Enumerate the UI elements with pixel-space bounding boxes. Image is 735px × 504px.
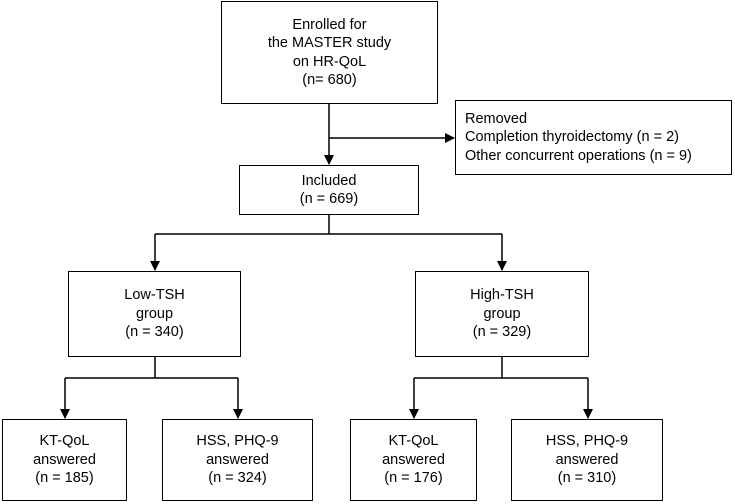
high-ktqol-line-2: answered — [382, 451, 445, 468]
low-tsh-line-3: (n = 340) — [125, 324, 184, 341]
low-tsh-line-2: group — [135, 305, 174, 322]
removed-line-1: Removed — [465, 110, 528, 127]
high-tsh-line-2: group — [483, 305, 521, 322]
enrolled-box: Enrolled for the MASTER study on HR-QoL … — [221, 1, 438, 104]
low-ktqol-line-1: KT-QoL — [39, 433, 90, 450]
high-hss-line-3: (n = 310) — [557, 470, 617, 487]
low-ktqol-box: KT-QoL answered (n = 185) — [2, 419, 127, 501]
low-hss-box: HSS, PHQ-9 answered (n = 324) — [162, 419, 313, 501]
low-ktqol-line-2: answered — [33, 451, 96, 468]
high-tsh-box: High-TSH group (n = 329) — [415, 271, 589, 357]
low-hss-line-1: HSS, PHQ-9 — [196, 433, 279, 450]
low-tsh-line-1: Low-TSH — [124, 287, 185, 304]
removed-line-3: Other concurrent operations (n = 9) — [465, 147, 692, 164]
high-ktqol-box: KT-QoL answered (n = 176) — [350, 419, 477, 501]
low-hss-line-3: (n = 324) — [208, 470, 267, 487]
included-line-1: Included — [301, 172, 357, 189]
removed-line-2: Completion thyroidectomy (n = 2) — [465, 129, 679, 146]
enrolled-line-4: (n= 680) — [302, 72, 357, 88]
low-tsh-box: Low-TSH group (n = 340) — [68, 271, 241, 357]
included-box: Included (n = 669) — [239, 165, 419, 215]
high-hss-box: HSS, PHQ-9 answered (n = 310) — [511, 419, 663, 501]
high-ktqol-line-1: KT-QoL — [388, 433, 439, 450]
high-ktqol-line-3: (n = 176) — [384, 470, 443, 487]
removed-box: Removed Completion thyroidectomy (n = 2)… — [455, 100, 732, 175]
high-hss-line-2: answered — [555, 451, 619, 468]
enrolled-line-1: Enrolled for — [292, 16, 367, 33]
low-ktqol-line-3: (n = 185) — [35, 470, 94, 487]
high-hss-line-1: HSS, PHQ-9 — [545, 433, 629, 450]
enrolled-line-3: on HR-QoL — [292, 53, 367, 70]
enrolled-line-2: the MASTER study — [267, 35, 392, 51]
low-hss-line-2: answered — [206, 451, 269, 468]
high-tsh-line-3: (n = 329) — [472, 324, 532, 341]
high-tsh-line-1: High-TSH — [470, 287, 534, 304]
included-line-2: (n = 669) — [299, 191, 359, 207]
